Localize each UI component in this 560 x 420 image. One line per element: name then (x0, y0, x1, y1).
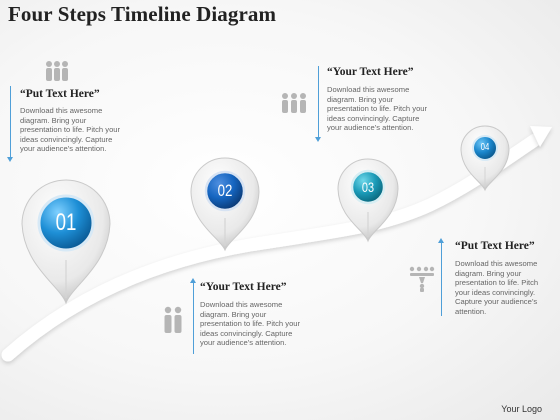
step-3-arrow-icon (315, 137, 321, 142)
step-2-number: 02 (217, 181, 233, 200)
slide-title: Four Steps Timeline Diagram (8, 2, 277, 26)
pin-marker-icon (337, 158, 399, 243)
two-people-icon (164, 306, 182, 333)
step-1-body: Download this awesome diagram. Bring you… (20, 106, 121, 154)
step-1-number: 01 (55, 209, 77, 236)
step-1-heading: “Put Text Here” (20, 88, 100, 100)
pin-marker-icon (460, 125, 510, 192)
step-3-body: Download this awesome diagram. Bring you… (327, 85, 428, 133)
step-4-pin: 04 (458, 125, 514, 193)
step-2-heading: “Your Text Here” (200, 281, 287, 293)
step-2-body: Download this awesome diagram. Bring you… (200, 300, 301, 348)
meeting-table-icon (409, 266, 435, 292)
pin-marker-icon (190, 157, 260, 252)
step-3-number: 03 (361, 179, 375, 195)
people-group-icon (282, 93, 306, 113)
step-3-text: “Your Text Here” Download this awesome d… (327, 66, 431, 133)
step-3-pin: 03 (335, 156, 405, 244)
step-1-arrow-icon (7, 157, 13, 162)
step-1-pin: 01 (16, 168, 116, 308)
step-4-text: “Put Text Here” Download this awesome di… (455, 240, 555, 317)
step-3-connector (318, 66, 319, 138)
step-4-number: 04 (480, 142, 490, 153)
step-2-connector (193, 282, 194, 354)
step-1-connector (10, 86, 11, 158)
pin-marker-icon (21, 179, 111, 305)
step-2-pin: 02 (187, 154, 267, 254)
step-4-arrow-icon (438, 238, 444, 243)
step-2-text: “Your Text Here” Download this awesome d… (200, 281, 304, 348)
people-group-icon (46, 61, 68, 81)
step-4-body: Download this awesome diagram. Bring you… (455, 259, 539, 316)
step-3-heading: “Your Text Here” (327, 66, 414, 78)
step-4-heading: “Put Text Here” (455, 240, 535, 252)
step-4-connector (441, 242, 442, 316)
logo-placeholder: Your Logo (501, 404, 542, 414)
step-1-text: “Put Text Here” Download this awesome di… (20, 88, 122, 154)
step-2-arrow-icon (190, 278, 196, 283)
